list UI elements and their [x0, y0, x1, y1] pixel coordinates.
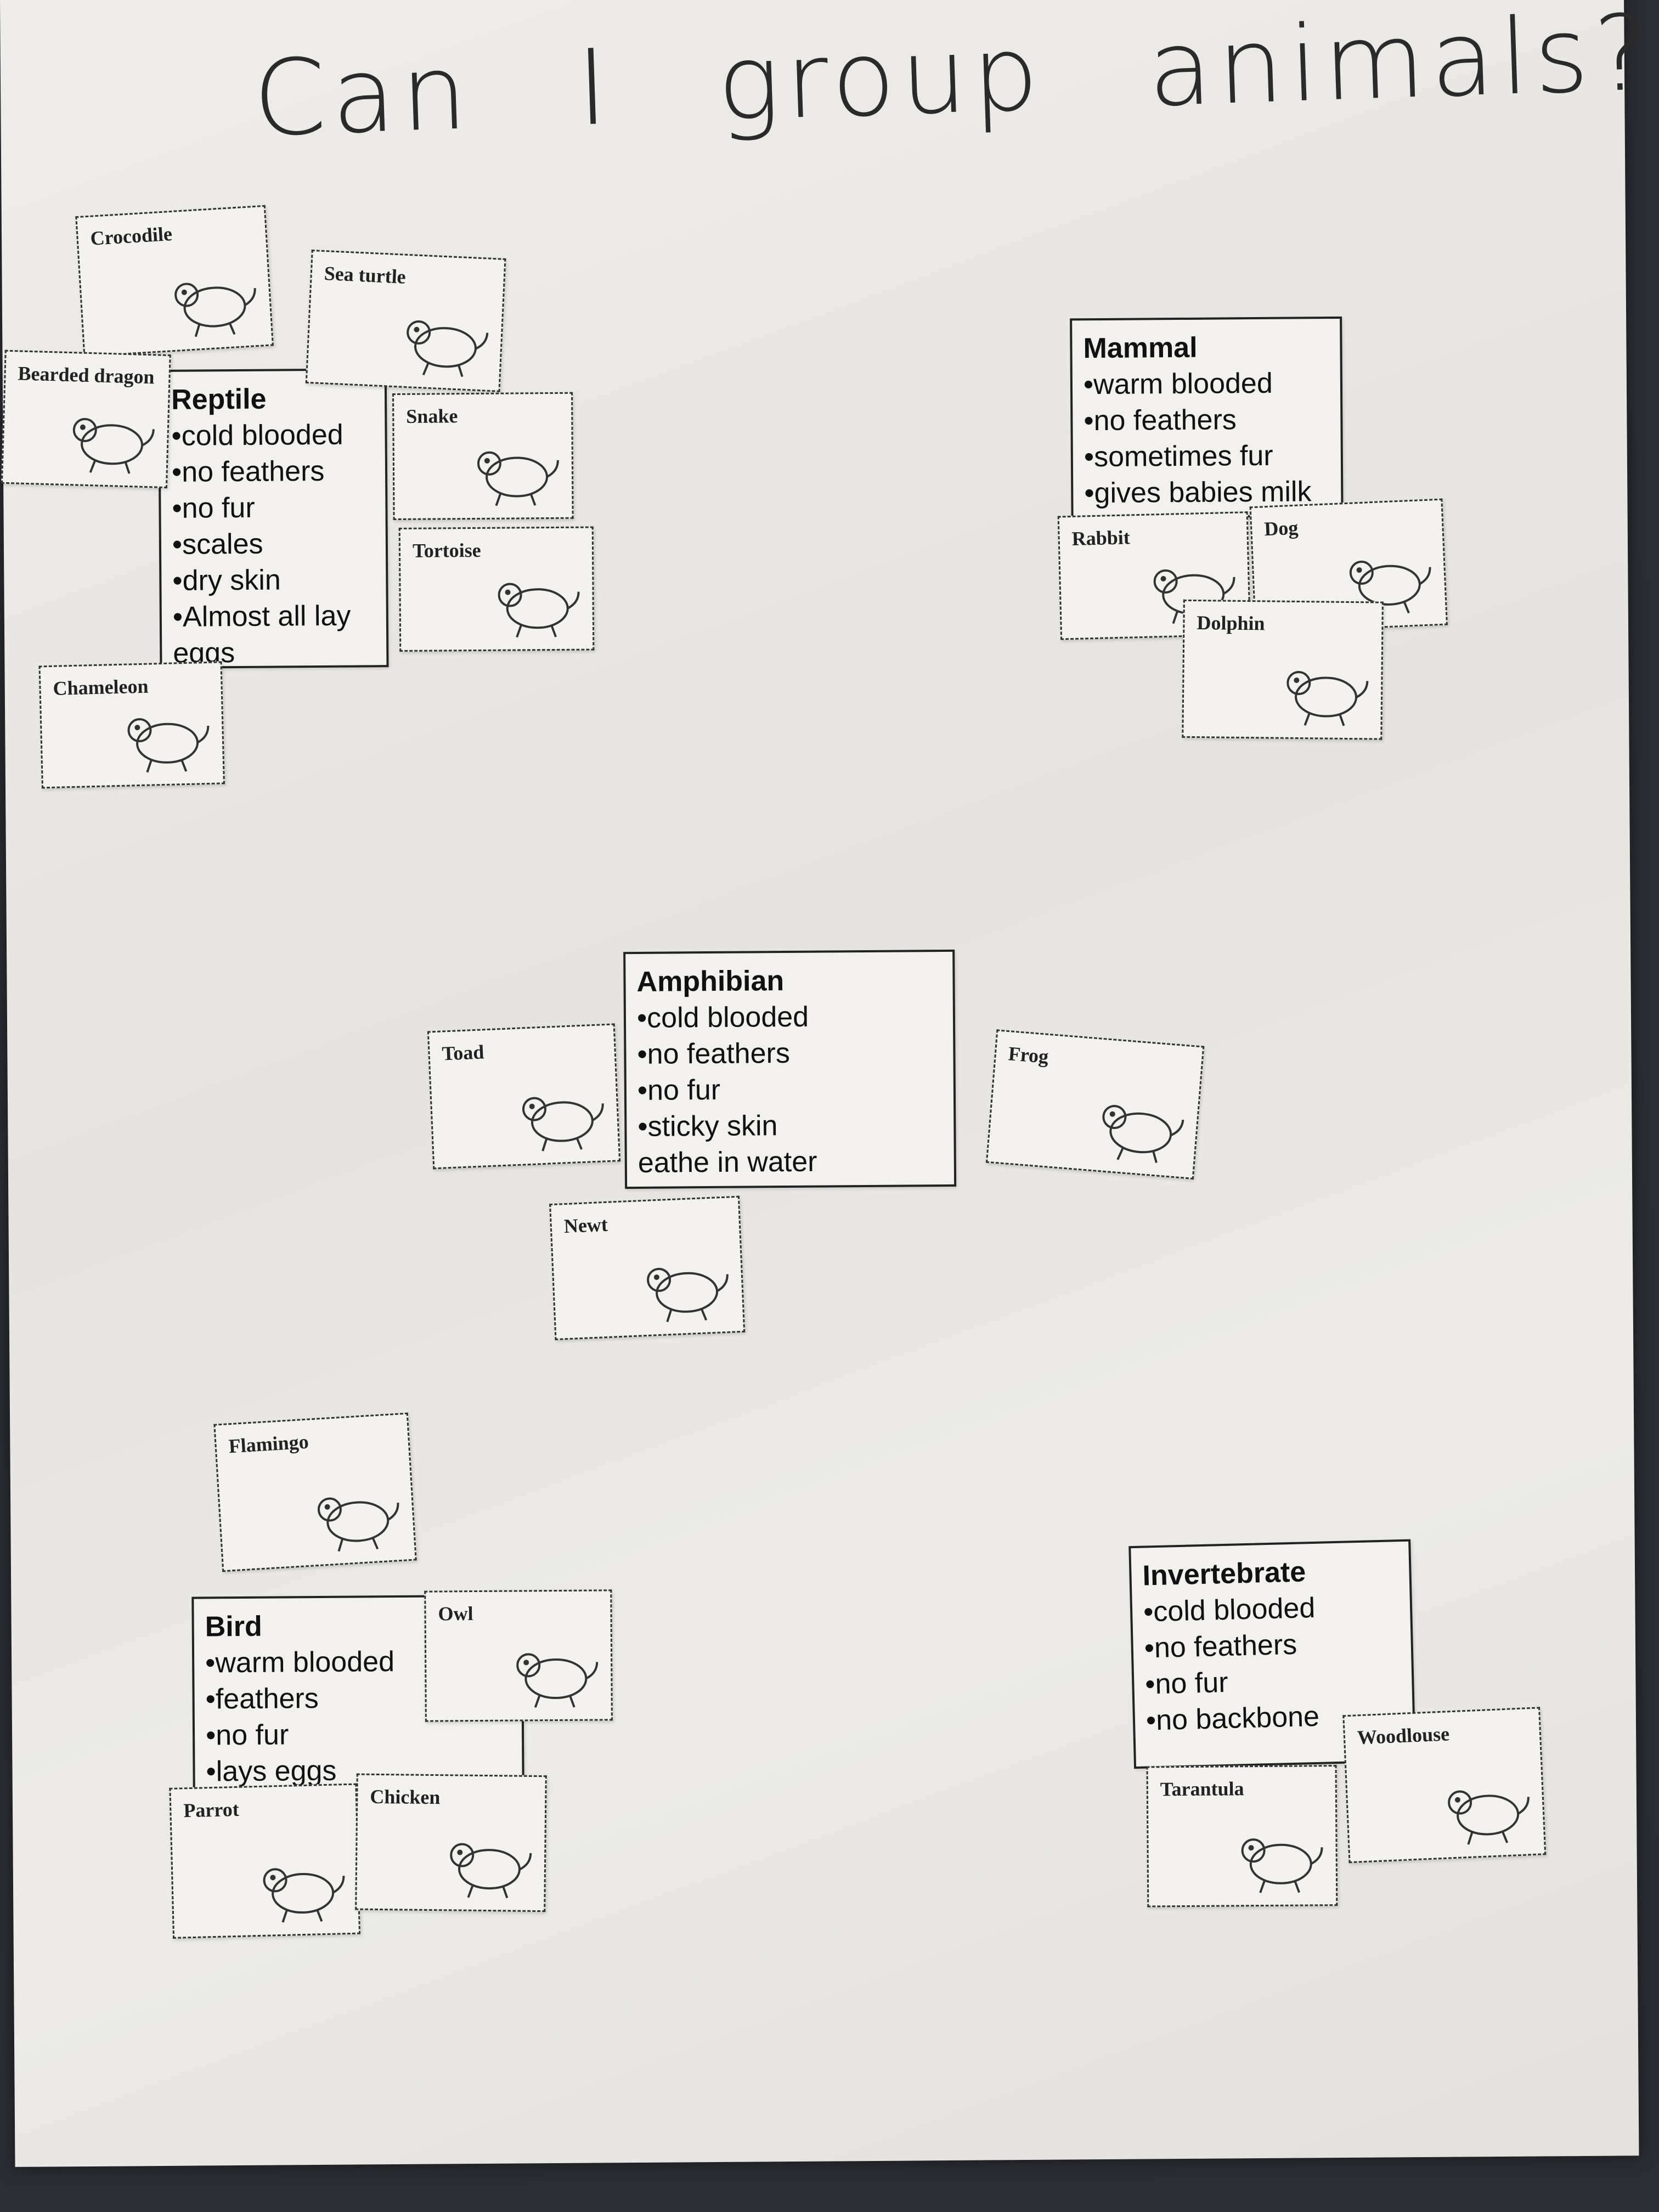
group-trait: •no feathers — [637, 1037, 791, 1070]
animal-label: Crocodile — [89, 222, 173, 250]
group-trait: •scales — [172, 528, 263, 561]
chicken-icon — [450, 1843, 532, 1899]
animal-card-frog[interactable]: Frog — [985, 1029, 1205, 1180]
animal-card-sea-turtle[interactable]: Sea turtle — [305, 249, 506, 392]
owl-icon — [516, 1653, 599, 1708]
poster-title: Can I group animals? — [251, 0, 1657, 160]
animal-card-parrot[interactable]: Parrot — [169, 1783, 361, 1939]
animal-card-owl[interactable]: Owl — [424, 1589, 613, 1722]
animal-card-tortoise[interactable]: Tortoise — [398, 526, 595, 652]
woodlouse-icon — [1448, 1790, 1530, 1845]
lizard-icon — [72, 417, 155, 474]
animal-label: Tortoise — [412, 539, 481, 562]
frog-icon — [1102, 1105, 1184, 1163]
sea-turtle-icon — [407, 320, 489, 377]
animal-label: Tarantula — [1160, 1778, 1244, 1801]
animal-label: Flamingo — [228, 1430, 309, 1458]
animal-label: Parrot — [183, 1798, 240, 1822]
group-trait: •Almost all lay — [172, 600, 351, 633]
animal-card-crocodile[interactable]: Crocodile — [75, 205, 274, 357]
group-card-reptile: Reptile•cold blooded•no feathers •no fur •… — [157, 368, 389, 669]
animal-label: Woodlouse — [1357, 1723, 1450, 1749]
group-card-amphibian: Amphibian•cold blooded•no feathers •no fu… — [623, 949, 957, 1189]
group-trait: •no feathers — [1084, 404, 1237, 437]
animal-label: Bearded dragon — [18, 362, 155, 388]
animal-label: Dog — [1263, 516, 1299, 540]
group-trait: •cold blooded — [171, 419, 343, 452]
group-card-mammal: Mammal•warm blooded•no feathers•sometime… — [1070, 316, 1344, 519]
group-heading: Invertebrate — [1142, 1556, 1306, 1592]
group-trait: •no feathers — [1144, 1628, 1297, 1664]
dolphin-icon — [1286, 671, 1369, 726]
group-trait: •no fur — [1144, 1666, 1229, 1701]
animal-label: Newt — [563, 1213, 608, 1238]
toad-icon — [522, 1097, 604, 1152]
group-heading: Amphibian — [636, 965, 785, 998]
animal-card-newt[interactable]: Newt — [549, 1195, 746, 1340]
animal-label: Frog — [1007, 1042, 1049, 1068]
group-trait: •cold blooded — [1143, 1592, 1316, 1628]
animal-label: Sea turtle — [323, 262, 407, 288]
animal-label: Owl — [438, 1602, 473, 1625]
parrot-icon — [263, 1868, 345, 1923]
flamingo-icon — [317, 1497, 399, 1552]
group-trait: •cold blooded — [636, 1001, 809, 1034]
group-heading: Mammal — [1083, 331, 1198, 365]
tarantula-icon — [1241, 1838, 1323, 1893]
animal-card-tarantula[interactable]: Tarantula — [1146, 1765, 1338, 1908]
animal-label: Toad — [441, 1041, 485, 1065]
animal-card-dolphin[interactable]: Dolphin — [1182, 599, 1384, 740]
animal-card-bearded-dragon[interactable]: Bearded dragon — [1, 349, 171, 489]
animal-card-chicken[interactable]: Chicken — [355, 1773, 547, 1912]
animal-label: Chameleon — [53, 675, 149, 699]
animal-card-toad[interactable]: Toad — [427, 1023, 621, 1170]
poster-paper: Can I group animals? Reptile•cold bloode… — [0, 0, 1639, 2167]
animal-label: Snake — [406, 405, 458, 427]
crocodile-icon — [174, 283, 256, 337]
group-trait: •no fur — [172, 492, 255, 524]
chameleon-icon — [127, 718, 210, 773]
animal-label: Rabbit — [1071, 526, 1131, 550]
group-trait: •sometimes fur — [1084, 439, 1273, 473]
group-trait: •sticky skin — [637, 1110, 778, 1143]
animal-label: Chicken — [370, 1785, 441, 1809]
newt-icon — [647, 1267, 729, 1322]
animal-card-woodlouse[interactable]: Woodlouse — [1342, 1707, 1547, 1864]
tortoise-icon — [498, 583, 580, 638]
group-trait: •dry skin — [172, 564, 281, 597]
group-trait: •no feathers — [171, 455, 325, 488]
group-trait: eathe in water — [637, 1146, 817, 1179]
group-trait: •no fur — [637, 1074, 721, 1107]
animal-card-chameleon[interactable]: Chameleon — [38, 661, 225, 789]
group-trait: •warm blooded — [1083, 367, 1273, 401]
animal-card-snake[interactable]: Snake — [392, 392, 574, 521]
group-heading: Reptile — [171, 383, 267, 416]
animal-label: Dolphin — [1197, 612, 1265, 635]
snake-icon — [477, 451, 559, 506]
animal-card-flamingo[interactable]: Flamingo — [213, 1412, 417, 1572]
